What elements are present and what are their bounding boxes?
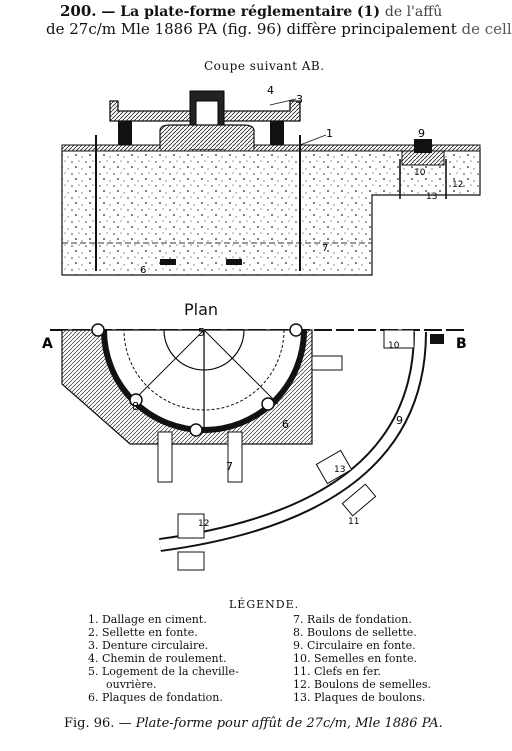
plate-13: [315, 449, 353, 485]
semelle-b: [383, 329, 415, 349]
legend-item-8: 8. Boulons de sellette.: [293, 626, 417, 639]
label-4: 4: [267, 84, 274, 97]
legend-title: LÉGENDE.: [229, 598, 300, 611]
plan-label-11: 11: [348, 517, 359, 527]
section-title: Coupe suivant AB.: [204, 59, 325, 73]
label-13: 13: [426, 192, 437, 202]
rail-side: [311, 355, 343, 371]
plan-label-9: 9: [396, 414, 403, 427]
cross-section-drawing: 4 3 5 1 9 10 12 13 7 6: [61, 84, 481, 276]
header-faded-text: de l'affû: [384, 4, 443, 20]
bolt-plate-1: [160, 259, 176, 265]
left-support: [118, 121, 132, 145]
plan-label-10: 10: [388, 341, 400, 351]
label-1: 1: [326, 127, 333, 140]
label-5: 5: [200, 109, 207, 122]
paragraph-number: 200.: [60, 2, 97, 20]
label-b: B: [456, 336, 467, 352]
spoke-1: [129, 329, 205, 405]
legend-item-11: 11. Clefs en fer.: [293, 665, 381, 678]
header-line-2-text: de 27c/m Mle 1886 PA (fig. 96) diffère p…: [46, 20, 457, 38]
label-6: 6: [140, 265, 146, 276]
legend-right-column: 7. Rails de fondation. 8. Boulons de sel…: [293, 613, 431, 704]
bolt-3: [129, 393, 143, 407]
figure-number: Fig. 96.: [64, 716, 115, 731]
header-note: (1): [357, 4, 380, 20]
plan-label-7: 7: [226, 460, 233, 473]
bolt-1: [91, 323, 105, 337]
legend-item-3: 3. Denture circulaire.: [88, 639, 209, 652]
circular-rail: [414, 139, 432, 153]
bolt-4: [261, 397, 275, 411]
label-9: 9: [418, 127, 425, 140]
bolt-5: [189, 423, 203, 437]
rail-right: [227, 431, 243, 483]
bolt-2: [289, 323, 303, 337]
inner-trough: [159, 124, 255, 149]
legend-item-13: 13. Plaques de boulons.: [293, 691, 426, 704]
header-line-1: 200. — La plate-forme réglementaire (1) …: [60, 2, 442, 20]
legend-item-7: 7. Rails de fondation.: [293, 613, 412, 626]
header-title: — La plate-forme réglementaire: [101, 4, 353, 20]
plan-label-5: 5: [198, 326, 205, 339]
legend-item-2: 2. Sellette en fonte.: [88, 626, 198, 639]
legend-item-12: 12. Boulons de semelles.: [293, 678, 431, 691]
plate-12: [177, 513, 205, 539]
legend-item-6: 6. Plaques de fondation.: [88, 691, 223, 704]
plan-label-12: 12: [198, 519, 209, 529]
plan-drawing: A B 5 6 7 8 9 10 11 12 13: [42, 323, 467, 571]
leader-1: [299, 134, 327, 146]
plan-label-6: 6: [282, 418, 289, 431]
header-line-2-faded: de celle: [461, 20, 512, 38]
figure-caption: Fig. 96. — Plate-forme pour affût de 27c…: [64, 716, 443, 731]
bolt-plate-2: [226, 259, 242, 265]
semelle-b-bolt: [430, 334, 444, 344]
plan-label-8: 8: [132, 400, 139, 413]
label-12: 12: [452, 180, 463, 190]
figure-caption-text: — Plate-forme pour affût de 27c/m, Mle 1…: [118, 716, 443, 731]
legend-item-1: 1. Dallage en ciment.: [88, 613, 207, 626]
legend-item-9: 9. Circulaire en fonte.: [293, 639, 416, 652]
label-3: 3: [296, 93, 303, 106]
semelle-bottom: [177, 551, 205, 571]
rail-left: [157, 431, 173, 483]
legend-item-5: 5. Logement de la cheville-: [88, 665, 239, 678]
legend-left-column: 1. Dallage en ciment. 2. Sellette en fon…: [88, 613, 239, 704]
label-a: A: [42, 336, 53, 352]
leader-3: [269, 98, 297, 106]
label-7: 7: [322, 243, 328, 254]
legend-item-5-cont: ouvrière.: [106, 678, 157, 691]
right-support: [270, 121, 284, 145]
plan-label-13: 13: [334, 465, 345, 475]
legend-item-10: 10. Semelles en fonte.: [293, 652, 417, 665]
label-10: 10: [414, 168, 426, 178]
header-line-2: de 27c/m Mle 1886 PA (fig. 96) diffère p…: [46, 20, 512, 38]
semelle: [401, 150, 445, 166]
plan-title: Plan: [184, 300, 219, 319]
legend-item-4: 4. Chemin de roulement.: [88, 652, 227, 665]
semelle-11: [341, 483, 377, 517]
spoke-2: [203, 329, 279, 405]
circular-rail-inner: [159, 331, 425, 550]
